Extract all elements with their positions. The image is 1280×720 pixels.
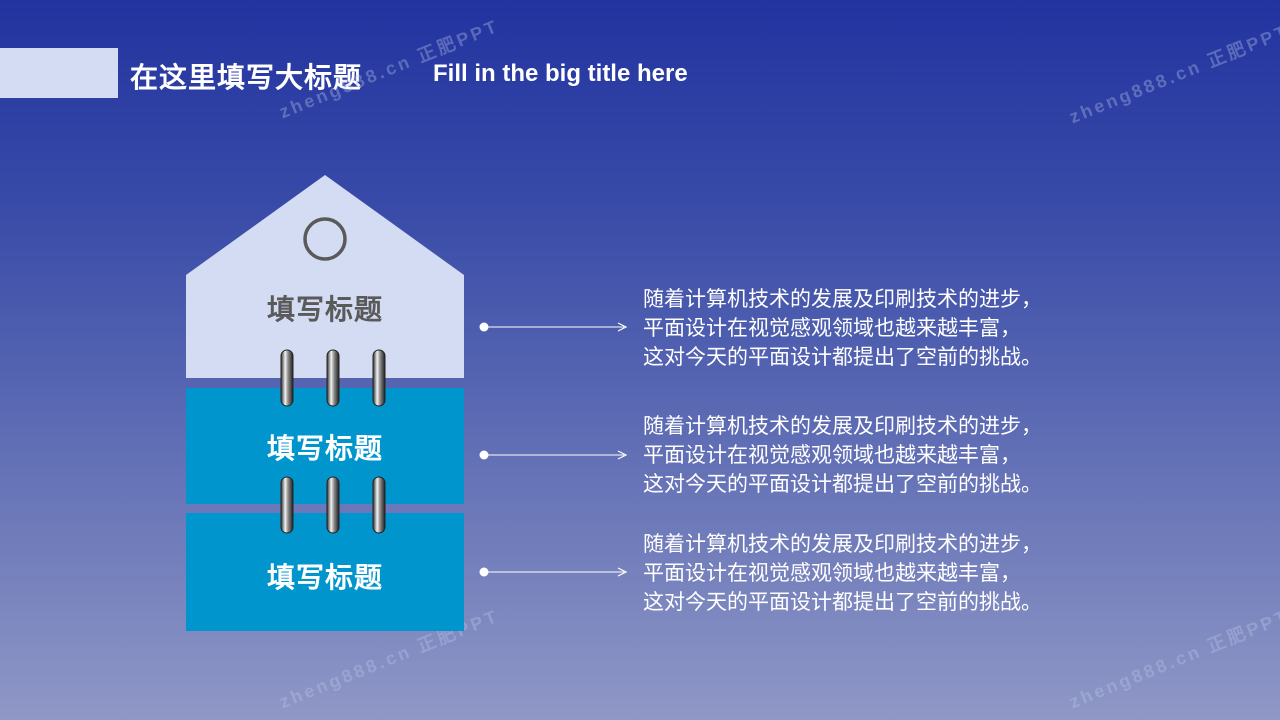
- description-line: 平面设计在视觉感观领域也越来越丰富，: [643, 443, 1021, 467]
- description-line: 随着计算机技术的发展及印刷技术的进步，: [643, 532, 1042, 556]
- page-title: 在这里填写大标题: [130, 61, 363, 94]
- description-block-1: 随着计算机技术的发展及印刷技术的进步， 平面设计在视觉感观领域也越来越丰富， 这…: [643, 285, 1163, 372]
- connector-arrow-3: [479, 567, 628, 577]
- description-block-2: 随着计算机技术的发展及印刷技术的进步， 平面设计在视觉感观领域也越来越丰富， 这…: [643, 412, 1163, 499]
- title-accent-bar: [0, 48, 118, 98]
- description-line: 随着计算机技术的发展及印刷技术的进步，: [643, 414, 1042, 438]
- description-line: 平面设计在视觉感观领域也越来越丰富，: [643, 561, 1021, 585]
- description-line: 这对今天的平面设计都提出了空前的挑战。: [643, 345, 1042, 369]
- description-line: 这对今天的平面设计都提出了空前的挑战。: [643, 590, 1042, 614]
- tag-title-3: 填写标题: [266, 561, 383, 594]
- watermark: zheng888.cn 正肥PPT: [1066, 20, 1280, 128]
- tag-card-top: [186, 175, 464, 378]
- description-line: 平面设计在视觉感观领域也越来越丰富，: [643, 316, 1021, 340]
- tag-title-1: 填写标题: [266, 293, 383, 326]
- connector-arrow-2: [479, 450, 628, 460]
- tag-card-middle: [186, 388, 464, 504]
- description-line: 随着计算机技术的发展及印刷技术的进步，: [643, 287, 1042, 311]
- tag-card-bottom: [186, 513, 464, 631]
- connector-arrow-1: [479, 322, 628, 332]
- description-block-3: 随着计算机技术的发展及印刷技术的进步， 平面设计在视觉感观领域也越来越丰富， 这…: [643, 530, 1163, 617]
- description-line: 这对今天的平面设计都提出了空前的挑战。: [643, 472, 1042, 496]
- tag-title-2: 填写标题: [266, 432, 383, 465]
- tag-hole-icon: [303, 217, 347, 261]
- watermark: zheng888.cn 正肥PPT: [1066, 605, 1280, 713]
- page-subtitle: Fill in the big title here: [433, 60, 688, 87]
